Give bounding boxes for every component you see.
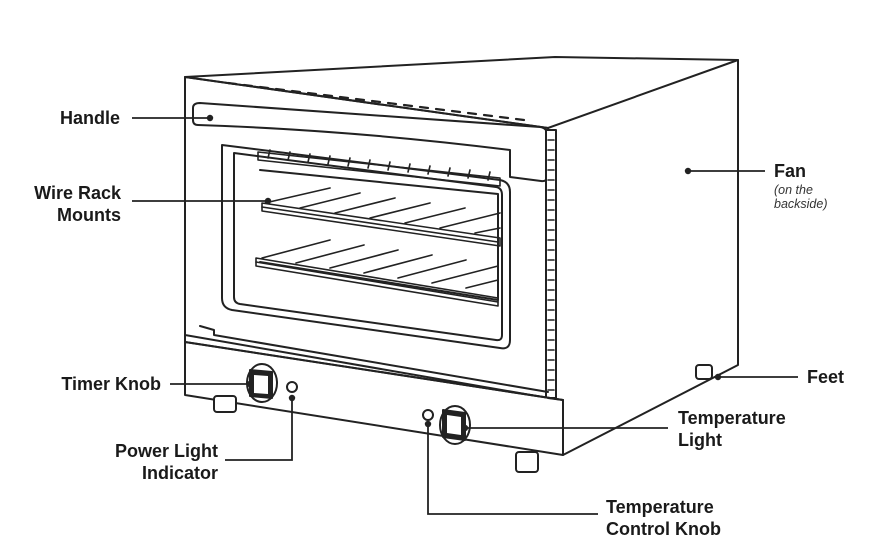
control-panel-top (184, 334, 564, 401)
oven-side-panel (547, 59, 739, 456)
label-temp-knob-line1: Temperature (606, 497, 714, 517)
door-bottom-edge (199, 325, 549, 393)
label-fan-note: (on the backside) (774, 183, 828, 211)
label-feet: Feet (807, 366, 844, 388)
wire-rack-bottom (255, 239, 499, 307)
label-power-light-line1: Power Light (115, 441, 218, 461)
leader-power-light (225, 398, 293, 461)
label-temperature-light: Temperature Light (678, 407, 786, 451)
label-fan: Fan (774, 160, 806, 182)
leader-temp-knob (427, 424, 598, 515)
door-handle (192, 102, 548, 183)
top-vent-slots (226, 81, 526, 122)
label-temperature-control-knob: Temperature Control Knob (606, 496, 721, 540)
label-fan-text: Fan (774, 161, 807, 181)
label-wire-rack-line1: Wire Rack (34, 183, 121, 203)
foot-front-right (515, 451, 539, 473)
label-timer-knob: Timer Knob (20, 373, 161, 395)
label-handle: Handle (20, 107, 120, 129)
label-wire-rack-line2: Mounts (57, 205, 121, 225)
label-power-light-line2: Indicator (141, 463, 218, 483)
leader-lines (132, 117, 798, 515)
label-feet-text: Feet (807, 367, 845, 387)
foot-back-right (695, 364, 713, 380)
oven-cavity-back (259, 169, 499, 301)
label-temp-light-line2: Light (678, 430, 722, 450)
label-temp-light-line1: Temperature (678, 408, 786, 428)
temperature-light (422, 409, 434, 421)
label-fan-note-line2: backside) (774, 197, 828, 211)
door-window-inner (233, 152, 503, 342)
rack-mount-slots (547, 139, 555, 391)
label-temp-knob-line2: Control Knob (606, 519, 721, 539)
wire-rack-middle (261, 187, 501, 247)
leader-dots (206, 114, 722, 432)
wire-rack-top (257, 149, 501, 187)
label-timer-knob-text: Timer Knob (61, 374, 161, 394)
label-wire-rack-mounts: Wire Rack Mounts (10, 182, 121, 226)
label-power-light-indicator: Power Light Indicator (80, 440, 218, 484)
foot-front-left (213, 395, 237, 413)
power-light-indicator (286, 381, 298, 393)
label-handle-text: Handle (59, 108, 120, 128)
label-fan-note-line1: (on the (774, 183, 813, 197)
